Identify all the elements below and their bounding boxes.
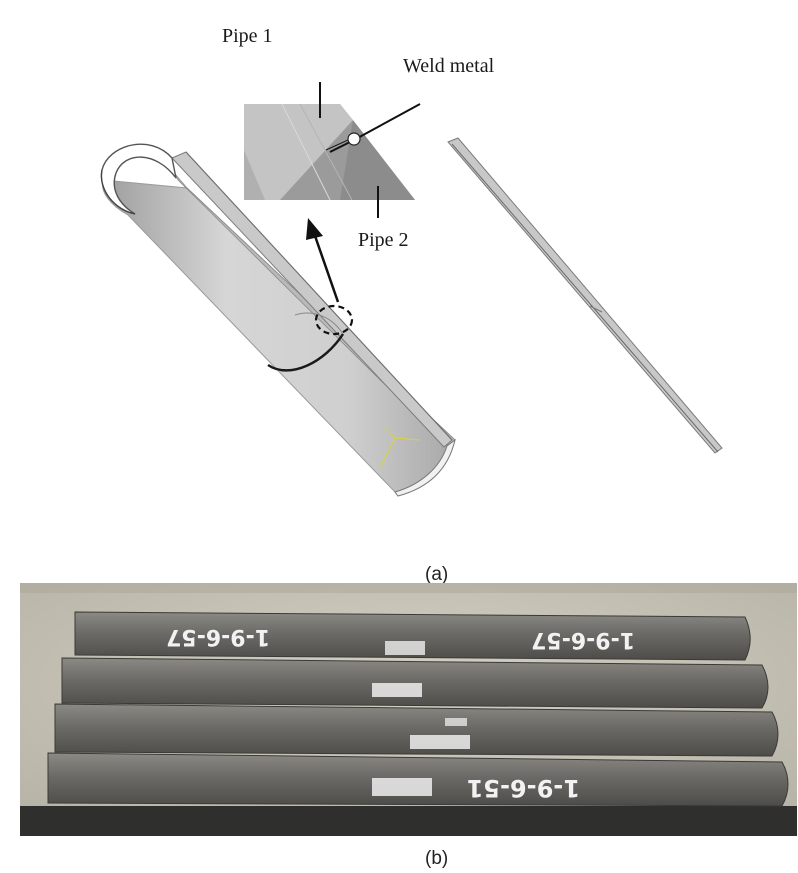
svg-text:1-9-6-51: 1-9-6-51	[467, 774, 580, 802]
label-pipe1: Pipe 1	[222, 25, 273, 47]
inset-pipe1-face	[244, 104, 353, 200]
pipe-body	[101, 179, 456, 493]
specimen-bar-2	[61, 657, 769, 709]
weld-detail-inset	[244, 103, 415, 201]
caption-a: (a)	[425, 564, 448, 585]
pipe-lower-end	[394, 438, 456, 497]
split-pipe-model	[100, 143, 456, 497]
specimen-bar-3	[54, 703, 779, 757]
svg-text:1-9-6-57: 1-9-6-57	[166, 624, 270, 649]
weld-seam-line	[267, 333, 345, 372]
specimen-bar-1: 1-9-6-57 1-9-6-57	[74, 611, 751, 661]
detail-circle	[314, 304, 354, 336]
inset-groove	[244, 150, 265, 200]
strip-specimen	[447, 137, 723, 454]
specimen-bar-4: 1-9-6-51	[47, 752, 789, 807]
panel-a: Pipe 1 Weld metal Pipe 2 (a)	[100, 25, 723, 585]
label-weld-metal: Weld metal	[403, 55, 495, 77]
leader-weld	[353, 103, 421, 141]
label-pipe2: Pipe 2	[358, 229, 409, 251]
weld-marker	[347, 132, 361, 146]
mesh-mark	[379, 427, 421, 469]
panel-b: 1-9-6-57 1-9-6-57 1-9-6-51 (b)	[20, 583, 797, 869]
detail-arrow	[306, 218, 340, 303]
caption-b: (b)	[425, 848, 448, 869]
svg-text:1-9-6-57: 1-9-6-57	[531, 627, 635, 652]
